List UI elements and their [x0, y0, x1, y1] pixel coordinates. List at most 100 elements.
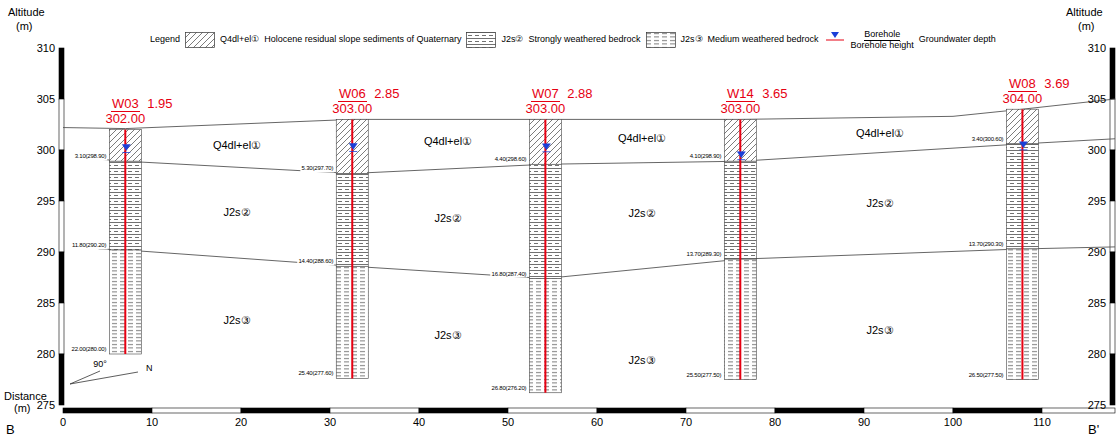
depth-label: 25.50(277.50)	[686, 372, 723, 379]
groundwater-mark	[122, 152, 130, 153]
borehole-label: W08304.003.69	[1003, 77, 1070, 107]
distance-bar	[508, 408, 597, 413]
depth-label: 22.00(280.00)	[71, 346, 108, 353]
legend-label: J2s③	[681, 35, 703, 45]
depth-label: 13.70(289.30)	[686, 252, 723, 259]
distance-bar	[597, 408, 686, 413]
borehole-name: W03	[111, 97, 140, 112]
altitude-bar	[59, 201, 64, 252]
groundwater-mark	[1019, 149, 1027, 150]
borehole-label: W14303.003.65	[720, 87, 787, 117]
depth-label: 25.40(277.60)	[297, 371, 334, 378]
section-end: B'	[1088, 423, 1099, 437]
depth-label: 3.10(298.90)	[74, 154, 108, 161]
borehole-label: W06303.002.85	[332, 87, 399, 117]
legend-label: Legend	[150, 35, 180, 45]
groundwater-depth: 1.95	[147, 97, 172, 111]
stratum-symbol: J2s②	[222, 206, 251, 218]
legend-water-mark	[831, 32, 839, 38]
borehole-height: 303.00	[332, 102, 372, 116]
altitude-tick: 290	[1088, 246, 1106, 258]
altitude-tick: 280	[37, 348, 55, 360]
legend-fraction: BoreholeBorehole height	[851, 30, 914, 51]
borehole-column	[336, 119, 368, 378]
stratum-symbol: J2s②	[627, 207, 656, 219]
altitude-bar	[59, 150, 64, 201]
borehole-axis	[351, 119, 353, 378]
distance-tick: 70	[680, 416, 692, 428]
legend-swatch-fill	[186, 33, 215, 48]
borehole-fraction: W03302.00	[105, 97, 145, 127]
altitude-tick: 310	[1088, 42, 1106, 54]
groundwater-mark	[737, 152, 745, 158]
stratum-symbol: Q4dl+el①	[212, 139, 262, 151]
groundwater-mark	[542, 144, 550, 150]
distance-tick: 40	[413, 416, 425, 428]
depth-label: 4.10(298.90)	[689, 154, 723, 161]
altitude-bar	[59, 303, 64, 354]
altitude-bar	[59, 354, 64, 405]
altitude-tick: 305	[37, 93, 55, 105]
depth-label: 5.30(297.70)	[301, 166, 335, 173]
groundwater-mark	[542, 151, 550, 152]
distance-tick: 90	[858, 416, 870, 428]
distance-bar	[953, 408, 1042, 413]
altitude-tick: 285	[37, 297, 55, 309]
stratum-symbol: Q4dl+el①	[423, 135, 473, 147]
legend-swatch-fill	[467, 33, 496, 48]
distance-bar	[419, 408, 508, 413]
distance-tick: 20	[235, 416, 247, 428]
altitude-tick: 300	[37, 144, 55, 156]
borehole-height: 303.00	[720, 102, 760, 116]
distance-tick: 100	[944, 416, 962, 428]
legend-label: Q4dl+el①	[220, 35, 259, 45]
depth-label: 26.50(277.50)	[968, 372, 1005, 379]
legend-text: Groundwater depth	[919, 35, 996, 45]
legend-borehole-symbol	[824, 30, 846, 50]
borehole-fraction: W07303.00	[525, 87, 565, 117]
distance-tick: 80	[769, 416, 781, 428]
altitude-bar	[1110, 252, 1115, 303]
borehole-column	[529, 119, 561, 392]
distance-tick: 60	[591, 416, 603, 428]
distance-tick: 110	[1033, 416, 1051, 428]
borehole-name: W14	[726, 87, 755, 102]
axis-title: Altitude	[1066, 6, 1103, 18]
distance-tick: 30	[324, 416, 336, 428]
altitude-bar	[59, 252, 64, 303]
legend-text: Holocene residual slope sediments of Qua…	[264, 35, 461, 45]
legend-swatch	[185, 32, 215, 48]
altitude-bar	[59, 48, 64, 99]
angle-label: 90°	[93, 360, 107, 370]
axis-unit: (m)	[1078, 20, 1095, 32]
altitude-bar	[1110, 354, 1115, 405]
legend-swatch	[646, 32, 676, 48]
borehole-fraction: W06303.00	[332, 87, 372, 117]
legend-label: Borehole height	[851, 41, 914, 51]
groundwater-depth: 3.69	[1044, 77, 1069, 91]
altitude-tick: 290	[37, 246, 55, 258]
borehole-column	[1006, 109, 1038, 379]
distance-bar	[63, 408, 152, 413]
groundwater-mark	[349, 143, 357, 149]
depth-label: 3.40(300.60)	[971, 136, 1005, 143]
altitude-tick: 285	[1088, 297, 1106, 309]
legend-swatch	[466, 32, 496, 48]
altitude-bar	[1110, 48, 1115, 99]
altitude-tick: 280	[1088, 348, 1106, 360]
stratum-symbol: J2s②	[433, 212, 462, 224]
stratum-symbol: J2s③	[865, 324, 894, 336]
borehole-axis	[544, 119, 546, 392]
borehole-columns	[109, 109, 1038, 393]
groundwater-depth: 2.85	[374, 87, 399, 101]
altitude-bar	[1110, 99, 1115, 150]
legend-text: Medium weathered bedrock	[708, 35, 819, 45]
stratum-symbol: J2s③	[627, 354, 656, 366]
altitude-bar	[1110, 150, 1115, 201]
groundwater-mark	[349, 151, 357, 152]
borehole-fraction: W14303.00	[720, 87, 760, 117]
axis-unit: (m)	[16, 20, 33, 32]
altitude-bar	[1110, 303, 1115, 354]
